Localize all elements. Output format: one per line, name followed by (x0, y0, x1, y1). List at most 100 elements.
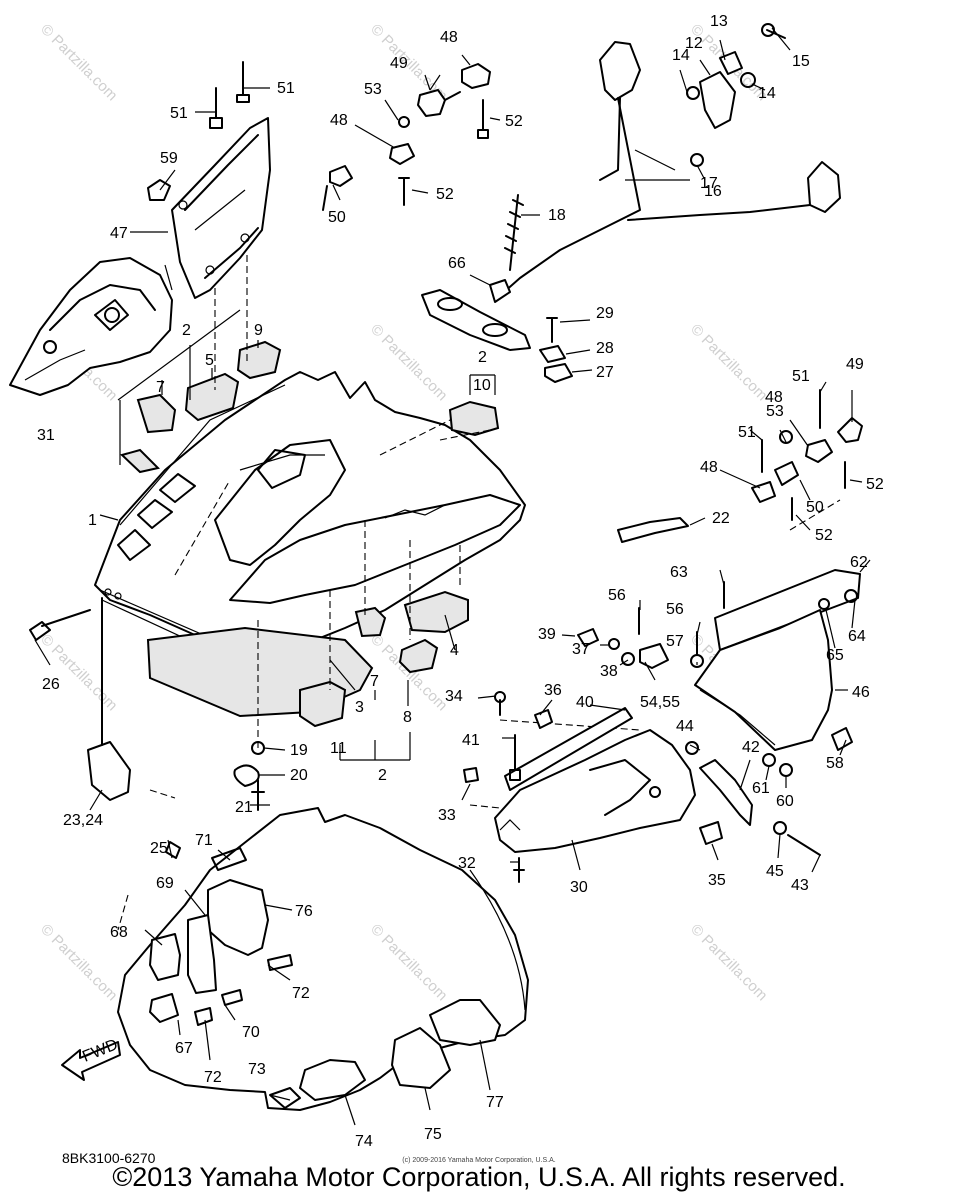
callout-63: 63 (670, 564, 688, 581)
housing-30 (463, 691, 723, 883)
callout-48: 48 (330, 112, 348, 129)
callout-30: 30 (570, 879, 588, 896)
callout-49: 49 (390, 55, 408, 72)
callout-19: 19 (290, 742, 308, 759)
watermark: © Partzilla.com (367, 631, 450, 714)
callout-29: 29 (596, 305, 614, 322)
callout-65: 65 (826, 647, 844, 664)
figure-code: 8BK3100-6270 (62, 1150, 156, 1166)
watermark: © Partzilla.com (367, 321, 450, 404)
gasket-66 (421, 289, 531, 351)
callout-51: 51 (277, 80, 295, 97)
callout-31: 31 (37, 427, 55, 444)
callout-57: 57 (666, 633, 684, 650)
callout-27: 27 (596, 364, 614, 381)
callout-39: 39 (538, 626, 556, 643)
callout-48: 48 (700, 459, 718, 476)
callout-51: 51 (170, 105, 188, 122)
callout-15: 15 (792, 53, 810, 70)
callout-1: 1 (88, 512, 97, 529)
callout-60: 60 (776, 793, 794, 810)
callout-54-55: 54,55 (640, 694, 680, 711)
callout-68: 68 (110, 924, 128, 941)
foam-pads (120, 340, 500, 728)
callout-25: 25 (150, 840, 168, 857)
side-cover-46 (577, 569, 861, 751)
callout-66: 66 (448, 255, 466, 272)
callout-2: 2 (378, 767, 387, 784)
callout-42: 42 (742, 739, 760, 756)
callout-7: 7 (156, 379, 165, 396)
callout-75: 75 (424, 1126, 442, 1143)
callout-59: 59 (160, 150, 178, 167)
callout-23-24: 23,24 (63, 812, 103, 829)
callout-64: 64 (848, 628, 866, 645)
callout-50: 50 (328, 209, 346, 226)
callout-43: 43 (791, 877, 809, 894)
foam-pad-4 (403, 590, 469, 634)
bracket-31 (9, 257, 173, 396)
foam-pad-10 (448, 400, 500, 437)
panel-47 (171, 117, 271, 299)
callout-13: 13 (710, 13, 728, 30)
foam-pad-5 (184, 372, 240, 422)
foam-pad-9 (236, 340, 282, 380)
callout-72: 72 (204, 1069, 222, 1086)
callout-61: 61 (752, 780, 770, 797)
cable-assembly (489, 23, 841, 303)
exploded-view-drawing: © Partzilla.com © Partzilla.com © Partzi… (9, 13, 884, 1150)
callout-50: 50 (806, 499, 824, 516)
callout-70: 70 (242, 1024, 260, 1041)
callout-69: 69 (156, 875, 174, 892)
callout-38: 38 (600, 663, 618, 680)
callout-18: 18 (548, 207, 566, 224)
callout-52: 52 (505, 113, 523, 130)
callout-4: 4 (450, 642, 459, 659)
copyright-notice: ©2013 Yamaha Motor Corporation, U.S.A. A… (112, 1162, 846, 1192)
lower-hood (61, 807, 529, 1111)
fasteners-top-left (147, 61, 250, 201)
callout-21: 21 (235, 799, 253, 816)
callout-51: 51 (792, 368, 810, 385)
callout-52: 52 (815, 527, 833, 544)
callout-16: 16 (704, 183, 722, 200)
callout-10: 10 (473, 377, 491, 394)
callout-72: 72 (292, 985, 310, 1002)
callout-2: 2 (182, 322, 191, 339)
callout-53: 53 (766, 403, 784, 420)
callout-74: 74 (355, 1133, 373, 1150)
callout-28: 28 (596, 340, 614, 357)
callout-62: 62 (850, 554, 868, 571)
callout-53: 53 (364, 81, 382, 98)
callout-9: 9 (254, 322, 263, 339)
watermark: © Partzilla.com (687, 321, 770, 404)
foam-pad-11 (299, 680, 347, 728)
callout-58: 58 (826, 755, 844, 772)
small-parts-27-29 (539, 317, 573, 383)
callout-47: 47 (110, 225, 128, 242)
fwd-arrow-icon (61, 1041, 121, 1081)
callout-33: 33 (438, 807, 456, 824)
clips-top (322, 63, 491, 211)
foam-strip-left (120, 448, 160, 474)
watermark: © Partzilla.com (37, 21, 120, 104)
callout-73: 73 (248, 1061, 266, 1078)
callout-35: 35 (708, 872, 726, 889)
foam-pad-7b (354, 606, 387, 638)
watermark: © Partzilla.com (37, 921, 120, 1004)
watermark: © Partzilla.com (687, 921, 770, 1004)
callout-37: 37 (572, 641, 590, 658)
small-parts-left (29, 597, 265, 859)
callout-labels: 1 2 2 2 3 4 5 7 7 8 9 10 11 12 13 14 14 … (37, 13, 884, 1150)
callout-51: 51 (738, 424, 756, 441)
callout-45: 45 (766, 863, 784, 880)
callout-20: 20 (290, 767, 308, 784)
callout-56: 56 (608, 587, 626, 604)
callout-67: 67 (175, 1040, 193, 1057)
callout-2: 2 (478, 349, 487, 366)
callout-17: 17 (700, 175, 718, 192)
watermark: © Partzilla.com (37, 631, 120, 714)
callout-71: 71 (195, 832, 213, 849)
callout-7: 7 (370, 673, 379, 690)
